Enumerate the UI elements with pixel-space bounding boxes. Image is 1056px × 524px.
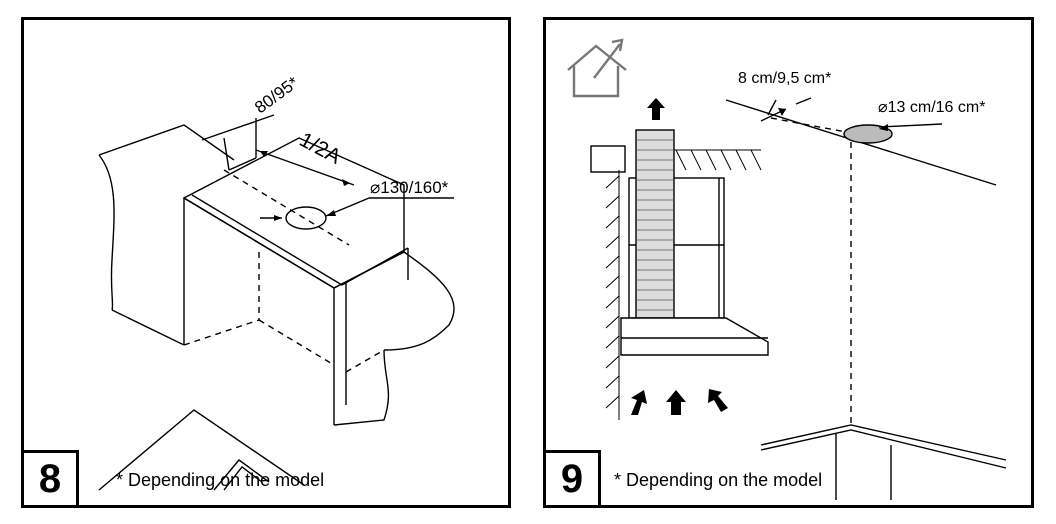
step-8-diagram: 80/95* 1/2A ⌀130/160* [98, 73, 455, 491]
ceiling-outlet [843, 124, 893, 144]
step-9-panel: 8 cm/9,5 cm* ⌀13 cm/16 cm* 9 * Depending… [543, 17, 1034, 508]
wall-box [590, 145, 626, 173]
hob-outline [98, 409, 305, 491]
footnote-8: * Depending on the model [116, 470, 325, 490]
dim-line-half-a [255, 149, 355, 186]
footnote-9: * Depending on the model [614, 470, 823, 490]
cabinet-top [182, 137, 405, 289]
label-8-9-5-cm: 8 cm/9,5 cm* [738, 70, 831, 87]
kitchen-counter [760, 424, 1007, 461]
label-diameter-130-160: ⌀130/160* [370, 178, 449, 197]
intake-arrow-left-icon [631, 390, 647, 415]
ceiling-hatching [671, 149, 762, 171]
step-number-9: 9 [546, 450, 601, 505]
dim-line-80-95 [201, 114, 275, 141]
exhaust-up-arrow-icon [647, 98, 665, 120]
cabinet-front-top-edge [183, 197, 335, 289]
label-diameter-13-16-cm: ⌀13 cm/16 cm* [878, 99, 985, 116]
cabinet-left-back [111, 309, 185, 346]
step-9-diagram: 8 cm/9,5 cm* ⌀13 cm/16 cm* [567, 38, 1007, 500]
label-80-95: 80/95* [251, 73, 302, 117]
step-8-panel: 80/95* 1/2A ⌀130/160* 8 * Depending on t… [21, 17, 511, 508]
intake-arrow-right-icon [708, 389, 728, 412]
label-half-a: 1/2A [296, 128, 345, 169]
right-wall-curve [383, 251, 455, 351]
hidden-lines [183, 169, 385, 373]
cooker-hood [620, 317, 769, 356]
wall-top-edge [98, 124, 235, 161]
outlet-hole [285, 206, 327, 230]
step-number-8: 8 [24, 450, 79, 505]
house-exhaust-icon [567, 38, 627, 98]
exhaust-duct [635, 129, 675, 319]
wall-outline [98, 154, 115, 311]
wall-hatching [605, 170, 620, 420]
intake-arrow-center-icon [666, 390, 686, 415]
